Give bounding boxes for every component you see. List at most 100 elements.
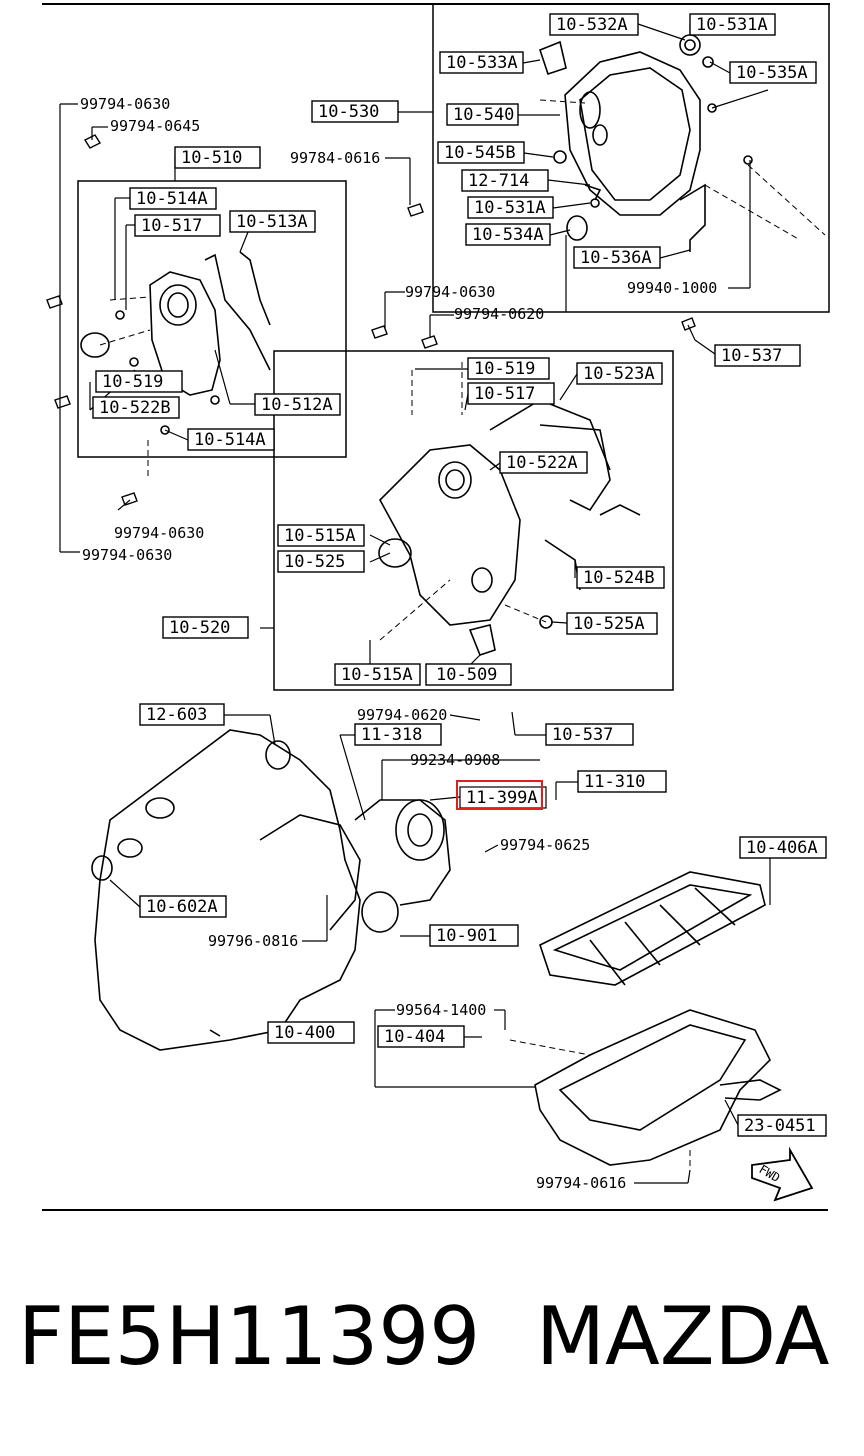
svg-text:10-400: 10-400 [274, 1023, 335, 1043]
svg-text:10-404: 10-404 [384, 1027, 445, 1047]
engine-block-drawing [91, 729, 451, 1051]
callout-label: 10-400 [267, 1021, 355, 1044]
part-number-label: 99794-0630 [80, 95, 170, 113]
callout-label: 10-536A [573, 246, 661, 269]
callout-label: 10-531A [689, 13, 776, 36]
callout-label: 10-540 [446, 103, 519, 126]
oil-baffle-drawing [539, 871, 766, 986]
svg-text:10-517: 10-517 [474, 384, 535, 404]
callout-label: 10-901 [429, 924, 519, 947]
part-number-label: 99794-0620 [454, 305, 544, 323]
callout-label: 10-512A [254, 393, 341, 416]
svg-text:10-522A: 10-522A [506, 453, 578, 473]
group-box-10-530 [432, 3, 830, 313]
callout-label-highlighted: 11-399A [456, 780, 547, 810]
callout-label: 10-532A [549, 13, 639, 36]
svg-text:10-535A: 10-535A [736, 63, 808, 83]
callout-label: 10-509 [425, 663, 512, 686]
callout-label: 10-519 [467, 357, 550, 380]
callout-label: 10-531A [467, 196, 554, 219]
svg-text:10-520: 10-520 [169, 618, 230, 638]
svg-text:23-0451: 23-0451 [744, 1116, 816, 1136]
callout-label: 10-404 [377, 1025, 465, 1048]
svg-text:10-514A: 10-514A [136, 189, 208, 209]
callout-label: 10-537 [714, 344, 801, 367]
timing-case-drawing [378, 399, 641, 656]
oil-pan-drawing [534, 1009, 782, 1166]
part-number-label: 99940-1000 [627, 279, 717, 297]
callout-label: 10-537 [545, 723, 634, 746]
svg-text:10-514A: 10-514A [194, 430, 266, 450]
callout-label: 11-318 [354, 723, 442, 746]
part-number-label: 99794-0630 [82, 546, 172, 564]
svg-text:10-540: 10-540 [453, 105, 514, 125]
callout-label: 12-603 [139, 703, 225, 726]
part-number-label: 99564-1400 [396, 1001, 486, 1019]
callout-label: 10-545B [437, 141, 525, 164]
part-number-label: 99794-0630 [405, 283, 495, 301]
callout-label: 10-517 [467, 382, 555, 405]
callout-label: 10-514A [187, 428, 275, 451]
svg-text:10-524B: 10-524B [583, 568, 655, 588]
front-cover-drawing [539, 34, 753, 252]
svg-text:10-532A: 10-532A [556, 15, 628, 35]
callout-label: 10-513A [229, 210, 316, 233]
callout-label: 23-0451 [737, 1114, 827, 1137]
svg-text:10-537: 10-537 [552, 725, 613, 745]
callout-label: 10-515A [277, 524, 365, 547]
svg-text:11-318: 11-318 [361, 725, 422, 745]
callout-label: 10-522B [92, 396, 180, 419]
caption-part-number: FE5H11399 [18, 1290, 481, 1383]
svg-text:10-517: 10-517 [141, 216, 202, 236]
part-number-label: 99784-0616 [290, 149, 380, 167]
svg-text:11-399A: 11-399A [466, 788, 538, 808]
callout-label: 10-602A [139, 895, 227, 918]
caption-brand: MAZDA [536, 1290, 830, 1383]
svg-text:10-531A: 10-531A [696, 15, 768, 35]
highlight-box [456, 780, 543, 810]
timing-case-guide-lines [379, 362, 547, 641]
callout-label: 10-522A [499, 451, 588, 474]
svg-text:10-525A: 10-525A [573, 614, 645, 634]
callout-label: 10-533A [439, 51, 524, 74]
svg-text:10-522B: 10-522B [99, 398, 171, 418]
svg-text:11-310: 11-310 [584, 772, 645, 792]
svg-text:10-519: 10-519 [102, 372, 163, 392]
group-box-10-520 [273, 350, 674, 691]
part-number-label: 99234-0908 [410, 751, 500, 769]
oil-pump-guide-lines [99, 296, 151, 480]
callout-label: 10-520 [162, 616, 249, 639]
svg-text:10-534A: 10-534A [472, 225, 544, 245]
svg-text:10-513A: 10-513A [236, 212, 308, 232]
callout-label: 10-523A [576, 362, 663, 385]
svg-text:10-530: 10-530 [318, 102, 379, 122]
part-number-label: 99796-0816 [208, 932, 298, 950]
svg-text:10-533A: 10-533A [446, 53, 518, 73]
svg-text:10-509: 10-509 [436, 665, 497, 685]
cover-guide-lines [539, 99, 826, 241]
callout-label: 10-524B [576, 566, 665, 589]
svg-text:10-901: 10-901 [436, 926, 497, 946]
svg-text:10-510: 10-510 [181, 148, 242, 168]
caption: FE5H11399 MAZDA [0, 1290, 864, 1420]
callout-label: 10-519 [95, 370, 183, 393]
svg-text:10-537: 10-537 [721, 346, 782, 366]
svg-text:10-515A: 10-515A [284, 526, 356, 546]
part-number-label: 99794-0616 [536, 1174, 626, 1192]
svg-text:10-602A: 10-602A [146, 897, 218, 917]
oil-pump-drawing [80, 251, 271, 435]
callout-label: 10-517 [134, 214, 221, 237]
callout-label: 10-514A [129, 187, 217, 210]
svg-text:10-512A: 10-512A [261, 395, 333, 415]
svg-text:10-406A: 10-406A [746, 838, 818, 858]
callout-label: 10-530 [311, 100, 399, 123]
svg-text:10-536A: 10-536A [580, 248, 652, 268]
oil-pan-guide-lines [509, 1039, 691, 1170]
svg-text:10-523A: 10-523A [583, 364, 655, 384]
callout-label: 10-525A [566, 612, 658, 635]
callout-label: 10-534A [465, 223, 551, 246]
callout-label: 12-714 [461, 169, 549, 192]
callout-label: 10-406A [739, 836, 827, 859]
part-number-label: 99794-0645 [110, 117, 200, 135]
